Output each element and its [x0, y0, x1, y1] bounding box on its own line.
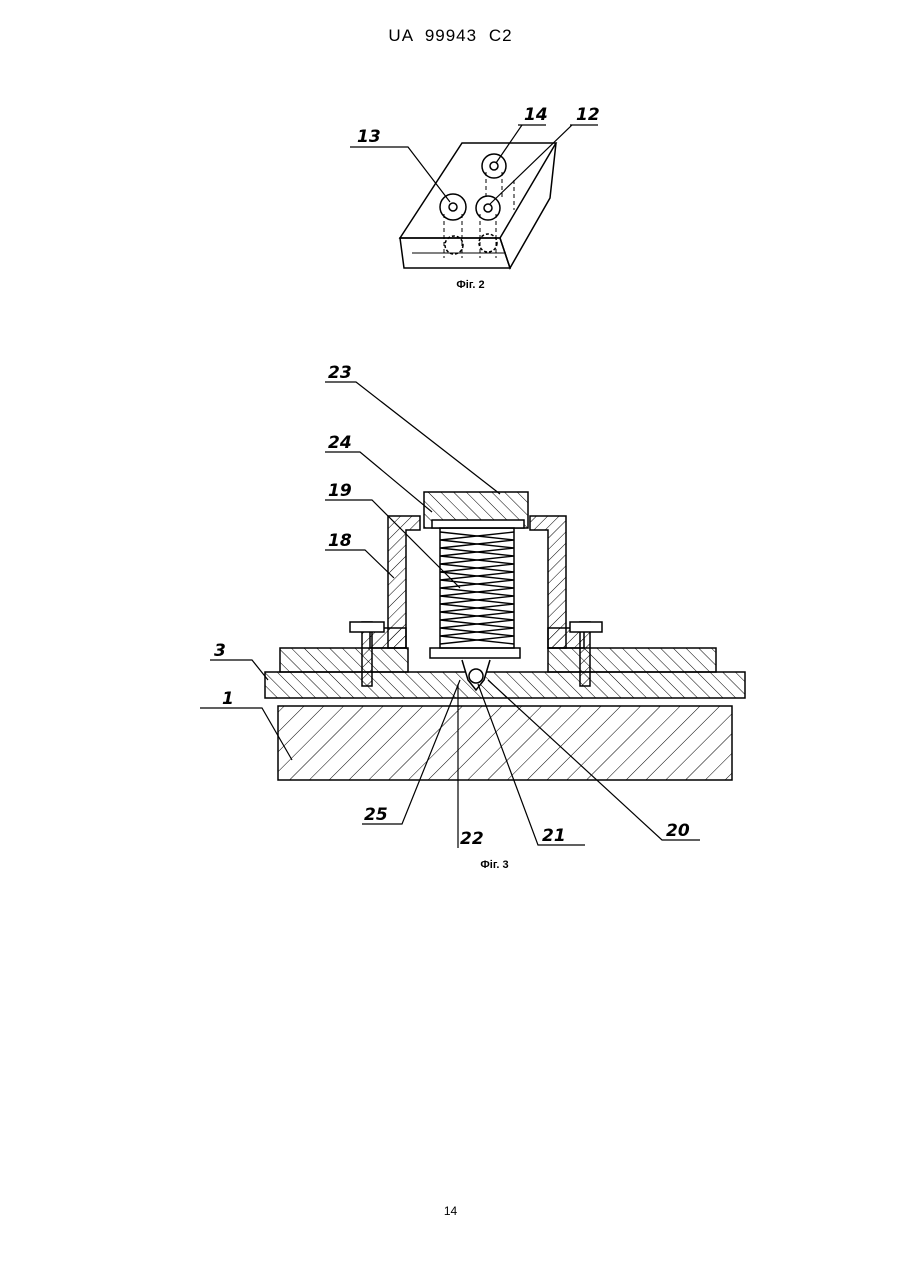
label-23: 23: [328, 363, 352, 383]
label-19: 19: [328, 481, 352, 501]
figure-2-drawing: [350, 125, 598, 268]
label-22: 22: [460, 829, 484, 849]
label-1: 1: [222, 689, 234, 709]
figure-3-drawing: [200, 382, 745, 848]
figure-2-caption: Фіг. 2: [20, 279, 901, 291]
label-20: 20: [666, 821, 690, 841]
figure-3-caption: Фіг. 3: [44, 859, 901, 871]
label-24: 24: [328, 433, 352, 453]
label-25: 25: [364, 805, 388, 825]
label-18: 18: [328, 531, 352, 551]
label-3: 3: [214, 641, 226, 661]
label-12: 12: [576, 105, 600, 125]
label-14: 14: [524, 105, 548, 125]
label-21: 21: [542, 826, 566, 846]
label-13: 13: [357, 127, 381, 147]
page-number: 14: [0, 1204, 901, 1218]
